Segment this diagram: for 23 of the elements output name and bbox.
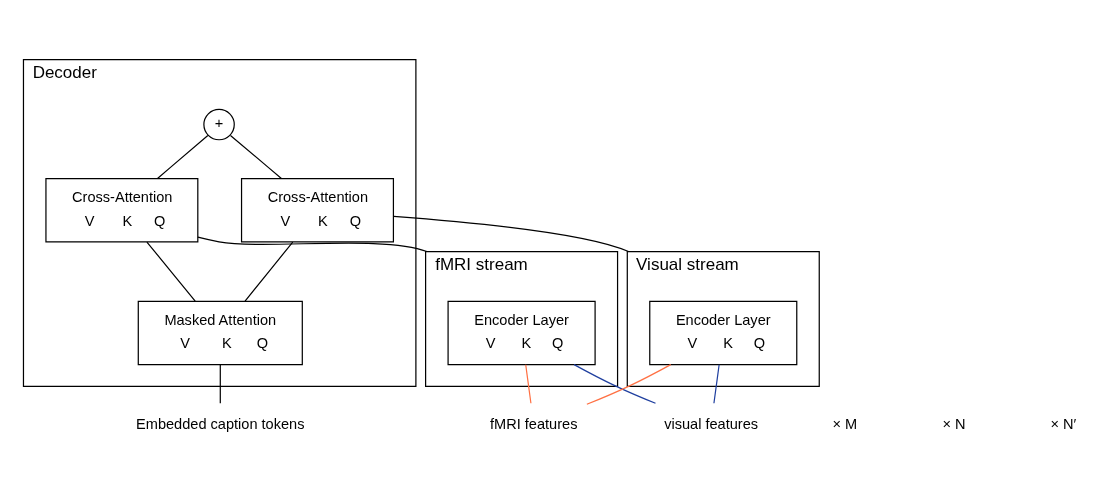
label: × N xyxy=(942,415,966,432)
connector xyxy=(393,215,630,252)
connector xyxy=(146,240,196,302)
connector xyxy=(156,134,209,179)
connector xyxy=(525,363,532,404)
connector xyxy=(244,240,294,302)
node-box: Encoder Layer V K Q xyxy=(447,300,596,365)
node-box: Cross-Attention V K Q xyxy=(45,177,199,242)
connector xyxy=(197,236,428,252)
node-box: Masked Attention V K Q xyxy=(137,300,303,365)
node-text: Embedded caption tokens xyxy=(136,415,305,432)
label: × M xyxy=(832,415,858,432)
label: × N′ xyxy=(1050,415,1077,432)
node-box: Cross-Attention V K Q xyxy=(240,177,394,242)
node-circle: + xyxy=(203,108,235,140)
connector xyxy=(713,363,720,404)
node-box: Encoder Layer V K Q xyxy=(649,300,798,365)
connector xyxy=(573,363,657,404)
connector xyxy=(586,363,672,405)
node-text: visual features xyxy=(664,415,759,432)
connector xyxy=(229,134,282,179)
connector xyxy=(219,363,221,404)
node-text: fMRI features xyxy=(490,415,578,432)
